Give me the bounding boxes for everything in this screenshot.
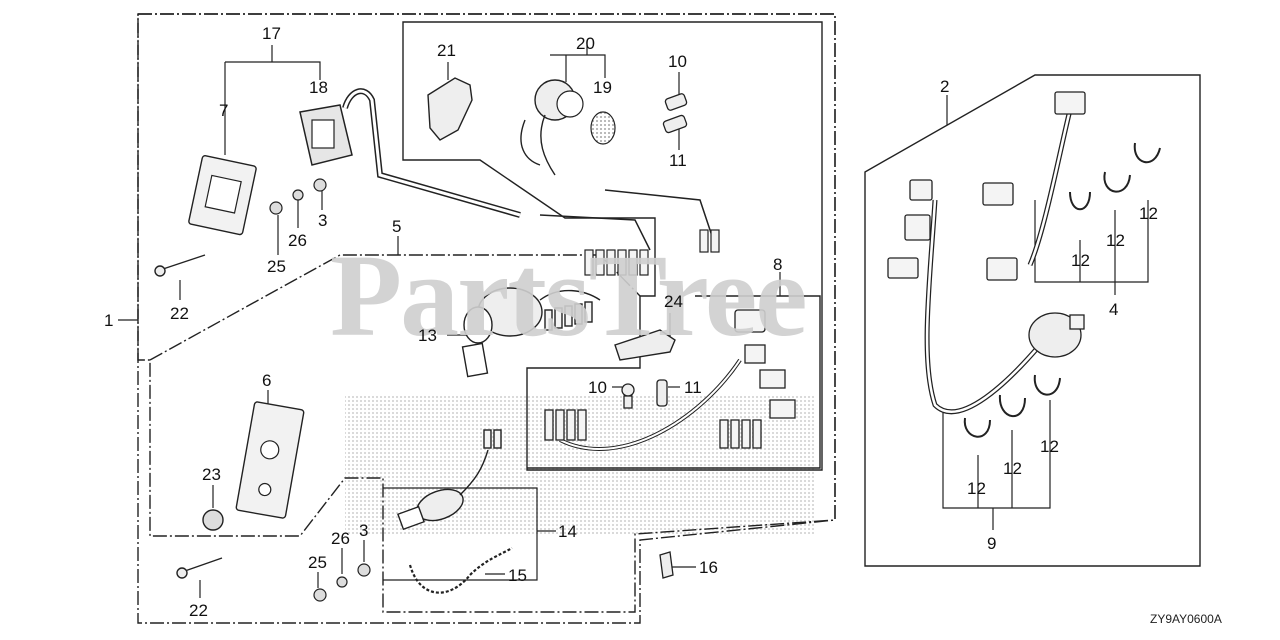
harness-8 [544, 309, 796, 451]
label-22b: 22 [189, 601, 208, 620]
label-12d: 12 [967, 479, 986, 498]
plate-6 [235, 401, 305, 519]
nuts [269, 178, 371, 602]
label-22a: 22 [170, 304, 189, 323]
label-13: 13 [418, 326, 437, 345]
label-3a: 3 [318, 211, 328, 230]
label-7: 7 [219, 101, 229, 120]
outer-border [137, 13, 836, 624]
harness-2 [887, 91, 1086, 415]
label-17: 17 [262, 24, 281, 43]
label-11a: 11 [669, 151, 687, 170]
sensor-14 [397, 429, 502, 531]
label-14: 14 [558, 522, 577, 541]
right-outline [864, 74, 1201, 567]
nut-23 [202, 509, 224, 531]
diagram-code: ZY9AY0600A [1150, 612, 1222, 626]
clip-16 [659, 551, 674, 579]
label-21: 21 [437, 41, 456, 60]
label-12f: 12 [1040, 437, 1059, 456]
label-23: 23 [202, 465, 221, 484]
coil-20 [520, 79, 616, 176]
label-4: 4 [1109, 300, 1119, 319]
label-26a: 26 [288, 231, 307, 250]
label-16: 16 [699, 558, 718, 577]
box-5 [149, 254, 641, 361]
label-10a: 10 [668, 52, 687, 71]
label-15: 15 [508, 566, 527, 585]
watermark: PartsTree [330, 230, 808, 361]
label-9: 9 [987, 534, 997, 553]
switch-18 [299, 88, 521, 218]
label-5: 5 [392, 217, 402, 236]
label-3b: 3 [359, 521, 369, 540]
label-18: 18 [309, 78, 328, 97]
gasket-plate-7 [188, 155, 257, 236]
label-10b: 10 [588, 378, 607, 397]
label-12a: 12 [1071, 251, 1090, 270]
label-8: 8 [773, 255, 783, 274]
label-2: 2 [940, 77, 950, 96]
label-19: 19 [593, 78, 612, 97]
label-12b: 12 [1106, 231, 1125, 250]
key-switch-13 [461, 287, 601, 378]
label-1: 1 [104, 311, 114, 330]
label-12c: 12 [1139, 204, 1158, 223]
box-8 [527, 295, 821, 469]
small-parts-mid [621, 379, 668, 409]
label-20: 20 [576, 34, 595, 53]
label-12e: 12 [1003, 459, 1022, 478]
label-25a: 25 [267, 257, 286, 276]
bracket-21 [427, 77, 473, 141]
label-25b: 25 [308, 553, 327, 572]
screws [154, 254, 223, 579]
label-11b: 11 [684, 378, 702, 397]
lanyard-15 [408, 547, 513, 594]
box-14 [383, 487, 538, 581]
clip-24 [614, 329, 676, 361]
label-6: 6 [262, 371, 272, 390]
label-26b: 26 [331, 529, 350, 548]
clips-12 [963, 142, 1161, 438]
label-24: 24 [664, 292, 683, 311]
small-parts-top [662, 93, 688, 134]
wire-connector-bundle [539, 189, 720, 276]
